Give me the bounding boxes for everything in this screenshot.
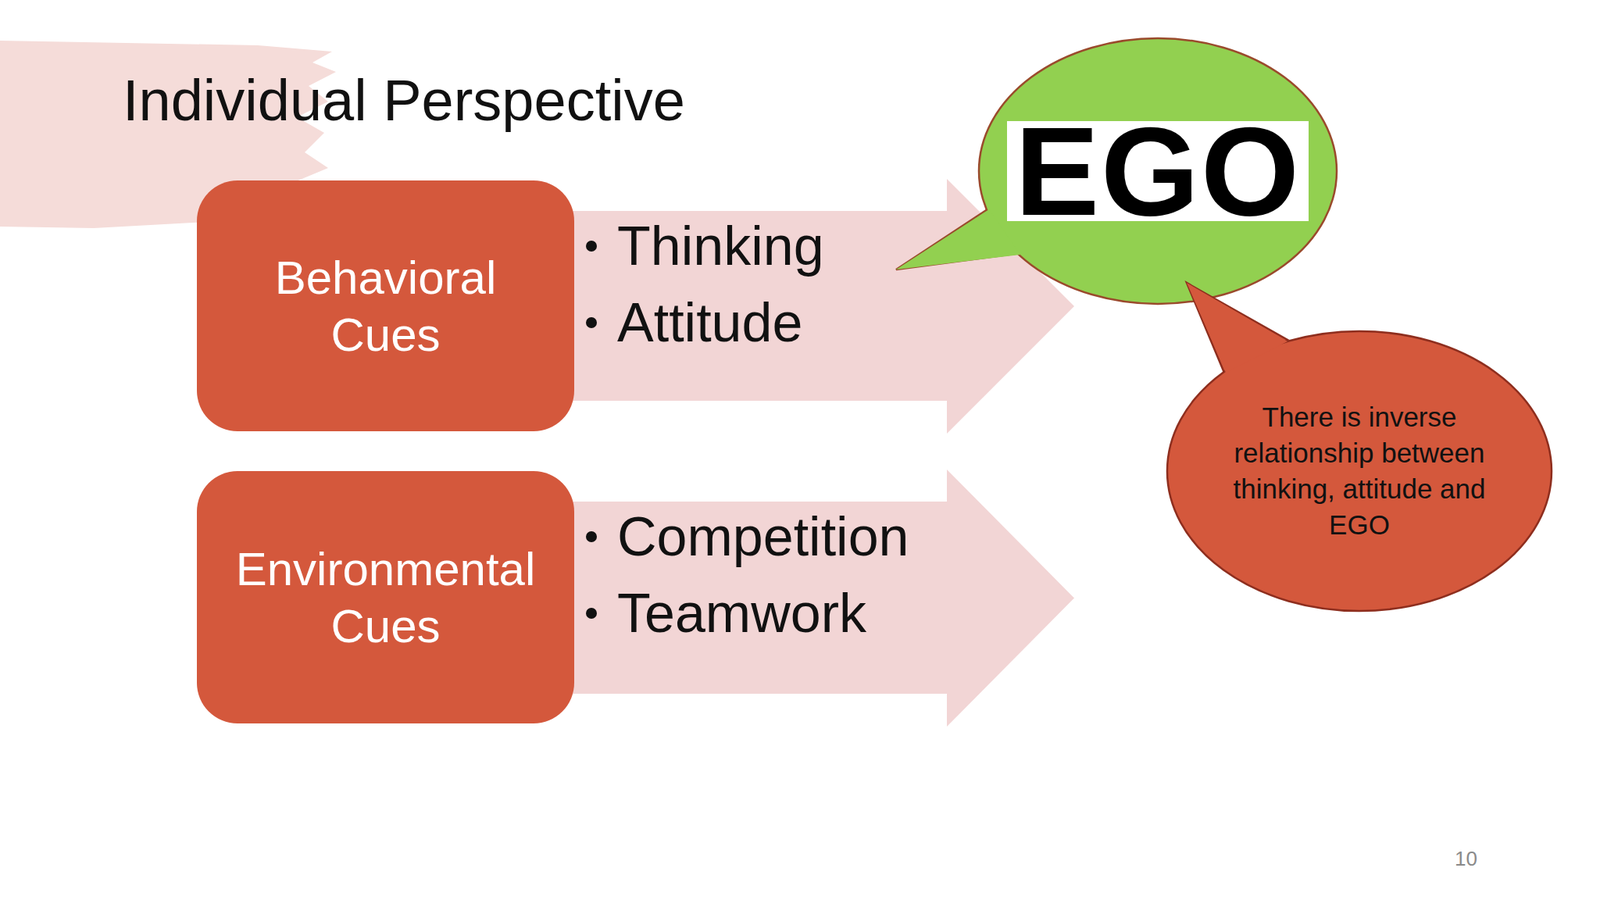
slide-title: Individual Perspective (122, 65, 686, 136)
bullet-dot (585, 240, 597, 252)
bubble-outline (1167, 331, 1552, 611)
bubble-tail-join (896, 209, 1021, 270)
bullet-text: Thinking (617, 207, 825, 285)
bubble-tail-join (1186, 282, 1288, 373)
bullet-dot (585, 607, 597, 619)
bubble-outline (978, 38, 1337, 304)
bullet-text: Teamwork (617, 575, 867, 652)
note-bubble: There is inverse relationship between th… (1167, 331, 1552, 611)
bullet-text: Attitude (617, 284, 803, 361)
bullet-dot (585, 531, 597, 543)
box-label: Behavioral Cues (229, 249, 543, 364)
speech-bubble: EGO (978, 38, 1337, 304)
box-label: Environmental Cues (229, 540, 543, 655)
bubble-shape (1167, 331, 1552, 611)
arrow-band: CompetitionTeamwork (546, 469, 1075, 727)
arrow-outline (546, 469, 1075, 727)
bullet-text: Competition (617, 498, 910, 575)
cue-box: Environmental Cues (196, 471, 575, 724)
bubble-note: There is inverse relationship between th… (1230, 399, 1489, 543)
page-number: 10 (1454, 846, 1478, 871)
bullet-dot (585, 317, 597, 329)
bubble-word: EGO (1007, 121, 1309, 222)
cue-box: Behavioral Cues (196, 180, 575, 432)
